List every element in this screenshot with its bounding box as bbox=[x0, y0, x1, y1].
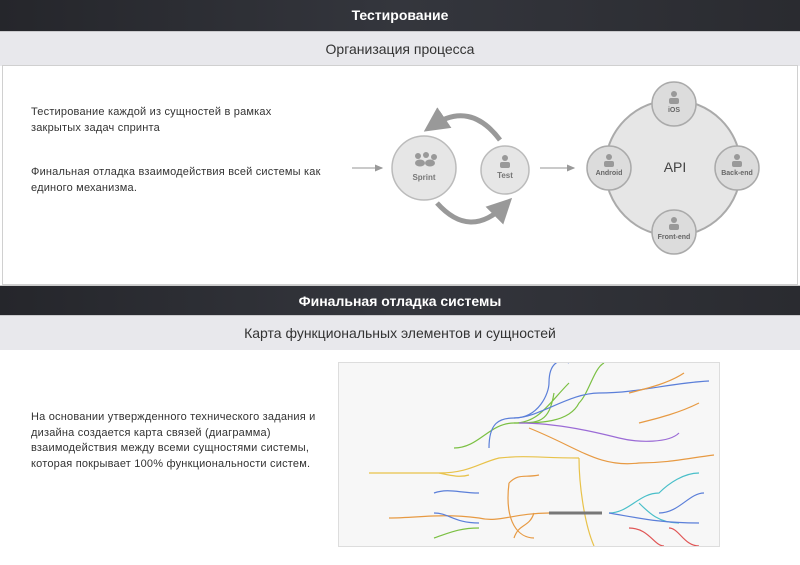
section-header-testing: Тестирование bbox=[0, 0, 800, 31]
person-icon bbox=[500, 155, 510, 168]
test-node: Test bbox=[480, 145, 530, 195]
svg-text:iOS: iOS bbox=[668, 107, 680, 114]
team-icon bbox=[415, 152, 437, 167]
svg-text:Test: Test bbox=[497, 171, 513, 180]
ios-node: iOS bbox=[651, 81, 697, 127]
svg-text:Sprint: Sprint bbox=[412, 173, 435, 182]
backend-node: Back-end bbox=[714, 145, 760, 191]
section-subheader-process: Организация процесса bbox=[0, 31, 800, 66]
sprint-node: Sprint bbox=[391, 135, 457, 201]
section-subheader-map: Карта функциональных элементов и сущност… bbox=[0, 315, 800, 350]
svg-text:Back-end: Back-end bbox=[721, 170, 753, 177]
section-header-final-debug: Финальная отладка системы bbox=[0, 285, 800, 316]
svg-text:API: API bbox=[664, 159, 687, 175]
person-icon bbox=[669, 91, 679, 104]
person-icon bbox=[732, 154, 742, 167]
android-node: Android bbox=[586, 145, 632, 191]
cycle-arrow-bottom bbox=[435, 197, 513, 225]
process-diagram: Sprint Test API iOS Android Back-end Fro… bbox=[352, 81, 760, 255]
cycle-arrow-top bbox=[423, 107, 502, 142]
svg-text:Android: Android bbox=[596, 170, 623, 177]
frontend-node: Front-end bbox=[651, 209, 697, 255]
person-icon bbox=[669, 217, 679, 230]
person-icon bbox=[604, 154, 614, 167]
debug-paragraph: Финальная отладка взаимодействия всей си… bbox=[31, 166, 321, 194]
testing-paragraph: Тестирование каждой из сущностей в рамка… bbox=[31, 106, 272, 134]
map-paragraph: На основании утвержденного технического … bbox=[31, 411, 316, 470]
svg-text:Front-end: Front-end bbox=[658, 234, 691, 241]
mind-map-image bbox=[338, 362, 720, 547]
